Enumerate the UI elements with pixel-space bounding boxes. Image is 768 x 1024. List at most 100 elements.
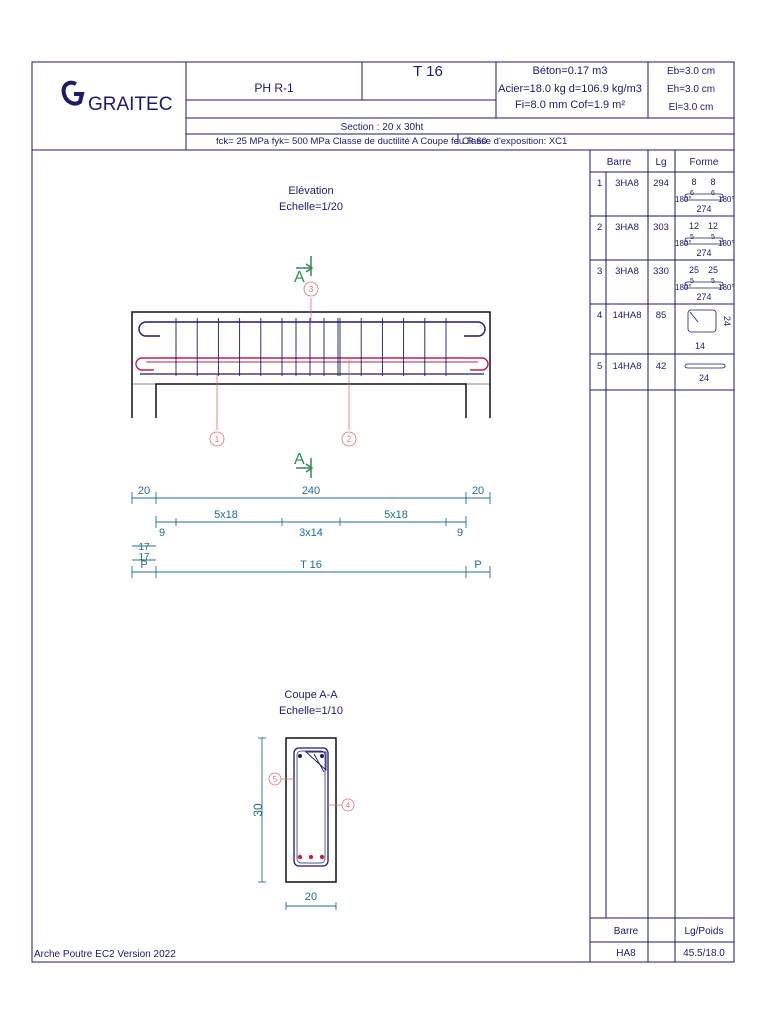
- fi-cof: Fi=8.0 mm Cof=1.9 m²: [515, 99, 625, 111]
- svg-text:294: 294: [653, 178, 669, 189]
- svg-text:14HA8: 14HA8: [612, 310, 641, 321]
- svg-text:4: 4: [597, 310, 602, 321]
- beam-outline: [131, 311, 491, 418]
- bottom-bar-dot: [308, 854, 314, 860]
- svg-text:3HA8: 3HA8: [615, 266, 639, 277]
- shape-pin-icon: [684, 363, 726, 369]
- marker-3: [303, 281, 319, 297]
- section-scale: Echelle=1/10: [279, 705, 343, 717]
- element-name: PH R-1: [254, 81, 294, 95]
- sheet-frame: [31, 61, 735, 963]
- beam-length-label: T 16: [300, 559, 322, 571]
- col-barre: Barre: [607, 157, 632, 168]
- svg-text:85: 85: [656, 310, 667, 321]
- svg-text:3HA8: 3HA8: [615, 178, 639, 189]
- table-row: 5 14HA8 42 24: [597, 361, 726, 383]
- table-row: 1 3HA8 294 8 8 6 6 180° 180° 274: [597, 177, 735, 214]
- materials-line: fck= 25 MPa fyk= 500 MPa Classe de ducti…: [216, 136, 487, 147]
- top-rebar: [146, 321, 486, 337]
- dim-left: 20: [138, 485, 150, 497]
- svg-text:180°: 180°: [675, 195, 692, 204]
- stirrup-section: [293, 747, 329, 867]
- logo-text: GRAITEC: [88, 94, 172, 115]
- pin-detail: [304, 751, 327, 772]
- dimension-lines: [131, 492, 491, 578]
- svg-text:24: 24: [699, 373, 709, 383]
- graitec-logo: GRAITEC: [61, 80, 172, 115]
- svg-text:5: 5: [711, 278, 715, 285]
- support-right: P: [474, 559, 481, 571]
- svg-text:5: 5: [690, 278, 694, 285]
- svg-text:14: 14: [695, 341, 705, 351]
- section-size: Section : 20 x 30ht: [341, 122, 424, 133]
- dim-span: 240: [302, 485, 320, 497]
- cut-mark-top: A: [294, 256, 314, 286]
- svg-text:274: 274: [696, 204, 711, 214]
- shape-hook-bar-icon: [684, 193, 724, 199]
- svg-text:180°: 180°: [718, 239, 735, 248]
- svg-text:274: 274: [696, 292, 711, 302]
- footer-col-barre: Barre: [614, 926, 639, 937]
- svg-text:274: 274: [696, 248, 711, 258]
- bottom-bar-dot: [297, 854, 303, 860]
- logo-g-icon: [61, 80, 85, 106]
- svg-text:6: 6: [711, 190, 715, 197]
- svg-text:303: 303: [653, 222, 669, 233]
- table-row: 2 3HA8 303 12 12 5 5 180° 180° 274: [597, 221, 735, 258]
- bar-schedule: Barre Lg Forme 1 3HA8 294 8 8 6 6 180° 1…: [589, 150, 735, 962]
- cut-arrow-icon: [305, 263, 314, 273]
- title-block: GRAITEC PH R-1 T 16 Béton=0.17 m3 Acier=…: [32, 62, 734, 151]
- svg-text:12: 12: [708, 221, 718, 231]
- svg-text:1: 1: [597, 178, 602, 189]
- svg-text:180°: 180°: [718, 195, 735, 204]
- svg-text:14HA8: 14HA8: [612, 361, 641, 372]
- dim-stirrup-mid: 3x14: [299, 527, 323, 539]
- beam-title: T 16: [413, 63, 443, 80]
- el-value: El=3.0 cm: [669, 102, 714, 113]
- marker-5: [268, 772, 282, 786]
- shape-hook-bar-icon: [684, 237, 724, 243]
- svg-text:3HA8: 3HA8: [615, 222, 639, 233]
- svg-text:12: 12: [689, 221, 699, 231]
- beton-volume: Béton=0.17 m3: [533, 65, 608, 77]
- svg-text:24: 24: [722, 316, 732, 326]
- svg-text:4: 4: [346, 801, 351, 810]
- col-lg: Lg: [655, 157, 666, 168]
- acier-weight: Acier=18.0 kg d=106.9 kg/m3: [498, 83, 642, 95]
- dim-stirrup-left: 5x18: [214, 509, 238, 521]
- svg-text:8: 8: [710, 177, 715, 187]
- dim-cover-1: 17: [138, 542, 150, 553]
- elevation-title: Elévation: [288, 185, 333, 197]
- svg-text:1: 1: [215, 435, 220, 444]
- svg-text:5: 5: [711, 234, 715, 241]
- elevation-scale: Echelle=1/20: [279, 201, 343, 213]
- svg-text:6: 6: [690, 190, 694, 197]
- table-row: 4 14HA8 85 24 14: [597, 309, 732, 351]
- dim-end-left: 9: [159, 527, 165, 539]
- dim-stirrup-right: 5x18: [384, 509, 408, 521]
- section-outline: [285, 737, 337, 883]
- svg-text:330: 330: [653, 266, 669, 277]
- dim-end-right: 9: [457, 527, 463, 539]
- cut-label: A: [294, 451, 305, 468]
- shape-hook-bar-icon: [684, 281, 724, 287]
- svg-text:5: 5: [597, 361, 602, 372]
- eh-value: Eh=3.0 cm: [667, 84, 715, 95]
- total-weight: 45.5/18.0: [683, 948, 725, 959]
- svg-text:2: 2: [347, 435, 352, 444]
- software-version: Arche Poutre EC2 Version 2022: [34, 949, 176, 960]
- svg-text:8: 8: [691, 177, 696, 187]
- svg-text:180°: 180°: [718, 283, 735, 292]
- dim-right: 20: [472, 485, 484, 497]
- section-title: Coupe A-A: [284, 689, 338, 701]
- svg-text:3: 3: [309, 285, 314, 294]
- shape-stirrup-icon: [687, 309, 717, 333]
- bottom-rebar: [142, 357, 489, 371]
- support-opening: [155, 383, 467, 418]
- marker-1: [209, 431, 225, 447]
- svg-text:3: 3: [597, 266, 602, 277]
- footer-col-lgpoids: Lg/Poids: [685, 926, 724, 937]
- marker-4: [341, 798, 355, 812]
- svg-text:42: 42: [656, 361, 667, 372]
